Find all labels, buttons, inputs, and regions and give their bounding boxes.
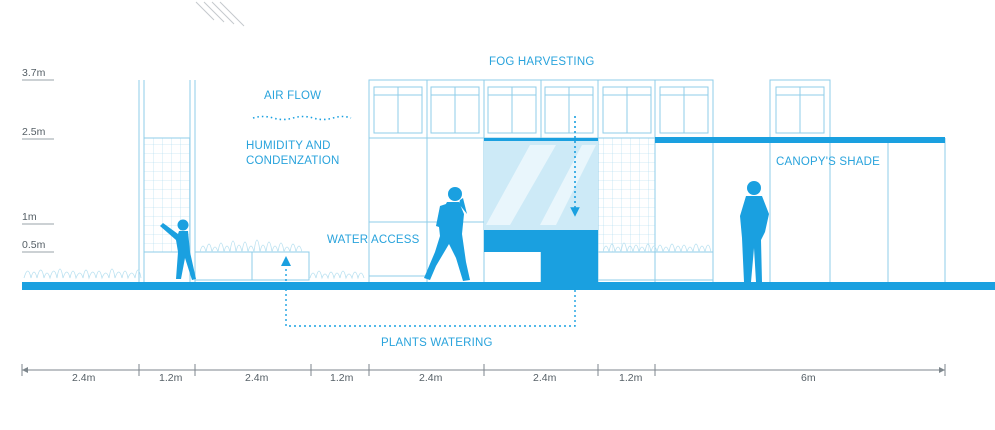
water-tank-lower (541, 252, 598, 282)
canopy-shade-label: CANOPY'S SHADE (776, 156, 880, 168)
plants-watering-path (281, 256, 576, 327)
dimension-label: 2.4m (72, 372, 96, 384)
height-label-1m: 1m (22, 211, 37, 223)
height-label-0-5m: 0.5m (22, 239, 46, 251)
vegetation (23, 239, 712, 280)
dimension-label: 1.2m (330, 372, 354, 384)
dimension-label: 6m (801, 372, 816, 384)
bay-dimension-line (21, 364, 946, 376)
height-label-2-5m: 2.5m (22, 126, 46, 138)
window (373, 86, 423, 134)
window (487, 86, 537, 134)
diagram-title: FOG HARVESTING (489, 56, 594, 68)
pavilion-windows (373, 86, 825, 134)
window (602, 86, 652, 134)
window (775, 86, 825, 134)
height-markers: 3.7m 2.5m 1m 0.5m (22, 67, 54, 253)
air-flow-line (252, 115, 352, 121)
decorative-hatch (195, 1, 245, 27)
height-label-3-7m: 3.7m (22, 67, 46, 79)
canopy-beam (655, 137, 945, 143)
dimension-label: 2.4m (533, 372, 557, 384)
dimension-label: 1.2m (619, 372, 643, 384)
air-flow-label: AIR FLOW (264, 90, 321, 102)
window (430, 86, 480, 134)
plants-watering-label: PLANTS WATERING (381, 337, 493, 349)
ground-slab (22, 282, 995, 290)
water-access-label: WATER ACCESS (327, 234, 420, 246)
person-child-icon (160, 219, 196, 280)
dimension-label: 2.4m (419, 372, 443, 384)
window (659, 86, 709, 134)
water-tank-upper (484, 230, 598, 252)
fog-collector-glass (484, 138, 598, 282)
collector-top-bar (484, 138, 598, 141)
person-drinking-icon (424, 187, 470, 281)
dimension-label: 1.2m (159, 372, 183, 384)
window (544, 86, 594, 134)
humidity-label: HUMIDITY AND (246, 140, 331, 152)
dimension-label: 2.4m (245, 372, 269, 384)
condensation-label: CONDENZATION (246, 155, 340, 167)
fog-net-right (597, 137, 656, 253)
person-standing-icon (740, 181, 769, 282)
